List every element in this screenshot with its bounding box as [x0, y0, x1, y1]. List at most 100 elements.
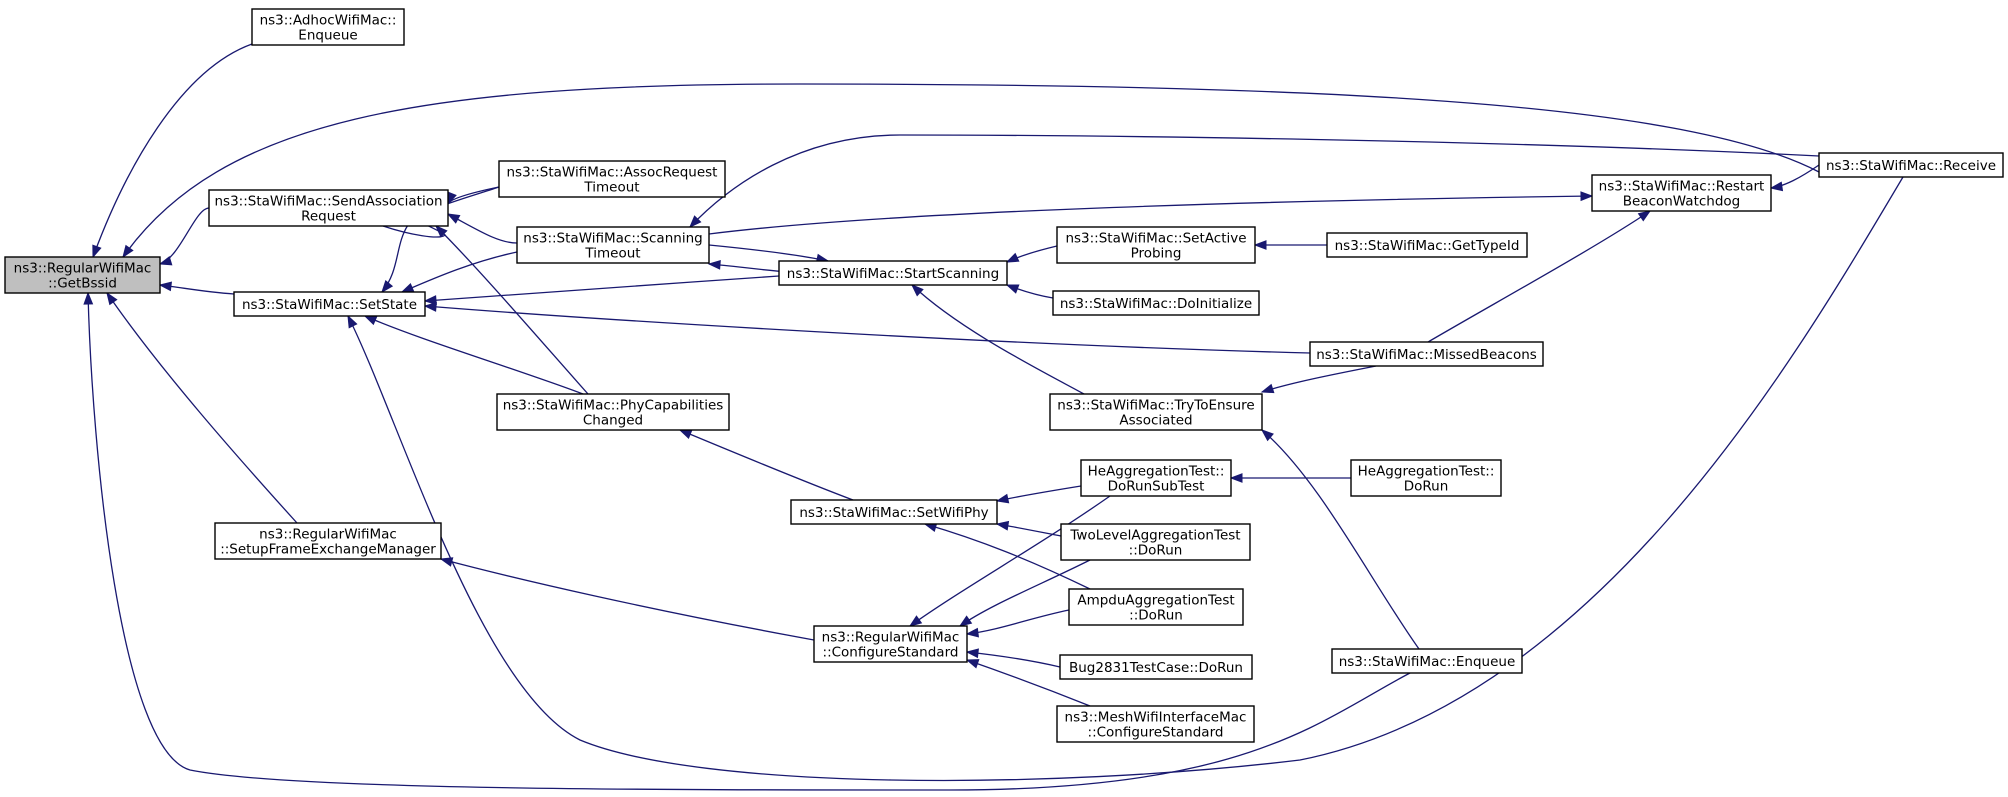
arrowhead-icon [995, 520, 1010, 531]
edge-doinit-to-startscan [1005, 284, 1054, 299]
edge-trytoensure-to-startscan [910, 284, 1085, 395]
edge-line [959, 559, 1091, 627]
edge-send-assoc-to-getbssid [158, 207, 210, 266]
arrowhead-icon [1637, 210, 1652, 222]
edge-line [435, 225, 589, 395]
node-bug2831[interactable]: Bug2831TestCase::DoRun [1059, 654, 1253, 680]
edge-line [708, 244, 829, 262]
node-label-line: ::SetupFrameExchangeManager [220, 542, 436, 558]
node-twolevel[interactable]: TwoLevelAggregationTest::DoRun [1060, 523, 1251, 561]
node-box [214, 522, 442, 560]
arrowhead-icon [106, 291, 118, 306]
node-doinit[interactable]: ns3::StaWifiMac::DoInitialize [1052, 290, 1260, 316]
node-receive[interactable]: ns3::StaWifiMac::Receive [1818, 152, 2004, 178]
node-box [778, 260, 1008, 286]
edge-line [122, 83, 1820, 258]
node-label-line: ::DoRun [1129, 608, 1183, 624]
node-setup-fem[interactable]: ns3::RegularWifiMac::SetupFrameExchangeM… [214, 522, 442, 560]
edge-setstate-to-getbssid [158, 281, 235, 295]
node-sta-enqueue[interactable]: ns3::StaWifiMac::Enqueue [1331, 648, 1523, 674]
node-box [1080, 459, 1232, 497]
node-he-subtest[interactable]: HeAggregationTest::DoRunSubTest [1080, 459, 1232, 497]
node-label-line: BeaconWatchdog [1623, 194, 1741, 210]
arrowhead-icon [381, 279, 394, 294]
node-box [251, 8, 405, 46]
arrowhead-icon [122, 244, 134, 259]
edge-line [1427, 210, 1651, 343]
arrowhead-icon [1260, 383, 1275, 394]
node-box [1591, 174, 1772, 212]
edge-he-dorun-to-he-subtest [1229, 473, 1351, 483]
node-gettypeid[interactable]: ns3::StaWifiMac::GetTypeId [1326, 232, 1528, 258]
node-box [1309, 341, 1544, 367]
edge-receive-to-restart-bw [1769, 164, 1820, 192]
node-configstd[interactable]: ns3::RegularWifiMac::ConfigureStandard [813, 625, 968, 663]
arrowhead-icon [1580, 191, 1594, 202]
edge-sta-enqueue-to-getbssid [83, 291, 1411, 791]
edge-line [708, 263, 790, 273]
node-missed[interactable]: ns3::StaWifiMac::MissedBeacons [1309, 341, 1544, 367]
arrowhead-icon [678, 429, 693, 439]
node-mesh-config[interactable]: ns3::MeshWifiInterfaceMac::ConfigureStan… [1056, 705, 1255, 743]
arrowhead-icon [363, 315, 378, 326]
node-label-line: DoRunSubTest [1108, 479, 1205, 495]
node-label-line: ns3::StaWifiMac::GetTypeId [1335, 238, 1520, 254]
node-box [208, 189, 449, 227]
edge-line [106, 292, 298, 524]
node-adhoc-enqueue[interactable]: ns3::AdhocWifiMac::Enqueue [251, 8, 405, 46]
edge-line [911, 284, 1085, 395]
node-label-line: ::ConfigureStandard [823, 645, 959, 661]
arrowhead-icon [965, 648, 979, 659]
edge-receive-to-getbssid [122, 83, 1820, 259]
edge-line [966, 659, 1091, 707]
node-setwifiphy[interactable]: ns3::StaWifiMac::SetWifiPhy [790, 499, 998, 525]
edge-line [424, 275, 780, 302]
node-box [233, 291, 426, 317]
edge-scan-timeout-to-setstate [400, 251, 518, 293]
edge-receive-to-scan-timeout [689, 134, 1820, 229]
node-label-line: TwoLevelAggregationTest [1069, 528, 1240, 544]
node-startscan[interactable]: ns3::StaWifiMac::StartScanning [778, 260, 1008, 286]
node-box [1052, 290, 1260, 316]
edge-startscan-to-setstate [423, 275, 780, 305]
edge-he-subtest-to-configstd [908, 495, 1111, 627]
node-box [790, 499, 998, 525]
arrowhead-icon [689, 215, 702, 229]
node-label-line: Bug2831TestCase::DoRun [1069, 660, 1243, 676]
arrowhead-icon [1253, 240, 1267, 250]
node-label-line: ns3::StaWifiMac::SetActive [1065, 231, 1246, 247]
node-box [1068, 588, 1244, 626]
arrowhead-icon [965, 627, 980, 638]
node-label-line: ns3::StaWifiMac::PhyCapabilities [503, 398, 724, 414]
edge-line [440, 558, 815, 641]
node-ampdu[interactable]: AmpduAggregationTest::DoRun [1068, 588, 1244, 626]
edge-sta-enqueue-to-trytoensure [1260, 429, 1420, 650]
node-label-line: HeAggregationTest:: [1358, 464, 1495, 480]
edge-phycap-to-setstate [363, 315, 584, 395]
node-getbssid[interactable]: ns3::RegularWifiMac::GetBssid [4, 256, 161, 294]
node-label-line: ::ConfigureStandard [1088, 725, 1224, 741]
node-he-dorun[interactable]: HeAggregationTest::DoRun [1350, 459, 1502, 497]
arrowhead-icon [158, 255, 173, 266]
edge-adhoc-enqueue-to-getbssid [92, 43, 253, 259]
edge-line [924, 523, 1091, 590]
node-setstate[interactable]: ns3::StaWifiMac::SetState [233, 291, 426, 317]
edge-line [679, 429, 854, 501]
node-label-line: Enqueue [298, 28, 357, 44]
node-label-line: Timeout [583, 180, 639, 196]
edge-scan-timeout-to-send-assoc [446, 213, 518, 244]
edge-line [87, 292, 1411, 791]
node-label-line: AmpduAggregationTest [1077, 593, 1234, 609]
node-label-line: Timeout [584, 246, 640, 262]
node-label-line: ::DoRun [1129, 543, 1183, 559]
node-label-line: ns3::AdhocWifiMac:: [260, 13, 397, 29]
edge-line [996, 485, 1082, 502]
edge-line [909, 495, 1111, 627]
